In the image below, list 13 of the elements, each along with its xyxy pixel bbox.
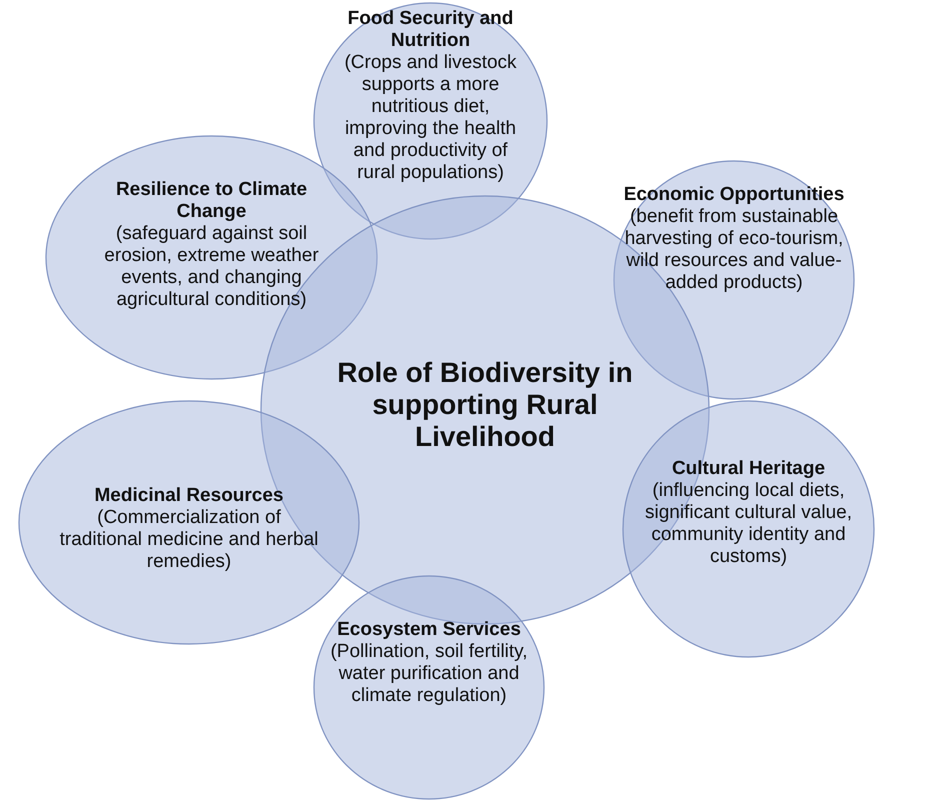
topic-heading: Ecosystem Services <box>336 619 522 641</box>
topic-description: (influencing local diets, significant cultural value, community identity and customs) <box>644 480 853 568</box>
topic-heading: Resilience to Climate Change <box>114 179 308 223</box>
topic-heading: Medicinal Resources <box>93 485 285 507</box>
topic-heading: Economic Opportunities <box>623 184 845 206</box>
central-title: Role of Biodiversity in supporting Rural Livelihood <box>336 357 634 453</box>
topic-description: (benefit from sustainable harvesting of eco-tourism, wild resources and value-added products) <box>624 206 844 294</box>
topic-heading: Cultural Heritage <box>670 458 826 480</box>
topic-description: (Commercialization of traditional medicine and herbal remedies) <box>58 507 320 573</box>
topic-description: (Crops and livestock supports a more nutritious diet, improving the health and productivity of rural populations) <box>343 52 518 184</box>
topic-description: (Pollination, soil fertility, water purification and climate regulation) <box>329 641 529 707</box>
topic-heading: Food Security and Nutrition <box>346 8 514 52</box>
topic-description: (safeguard against soil erosion, extreme weather events, and changing agricultural conditions) <box>103 223 320 311</box>
